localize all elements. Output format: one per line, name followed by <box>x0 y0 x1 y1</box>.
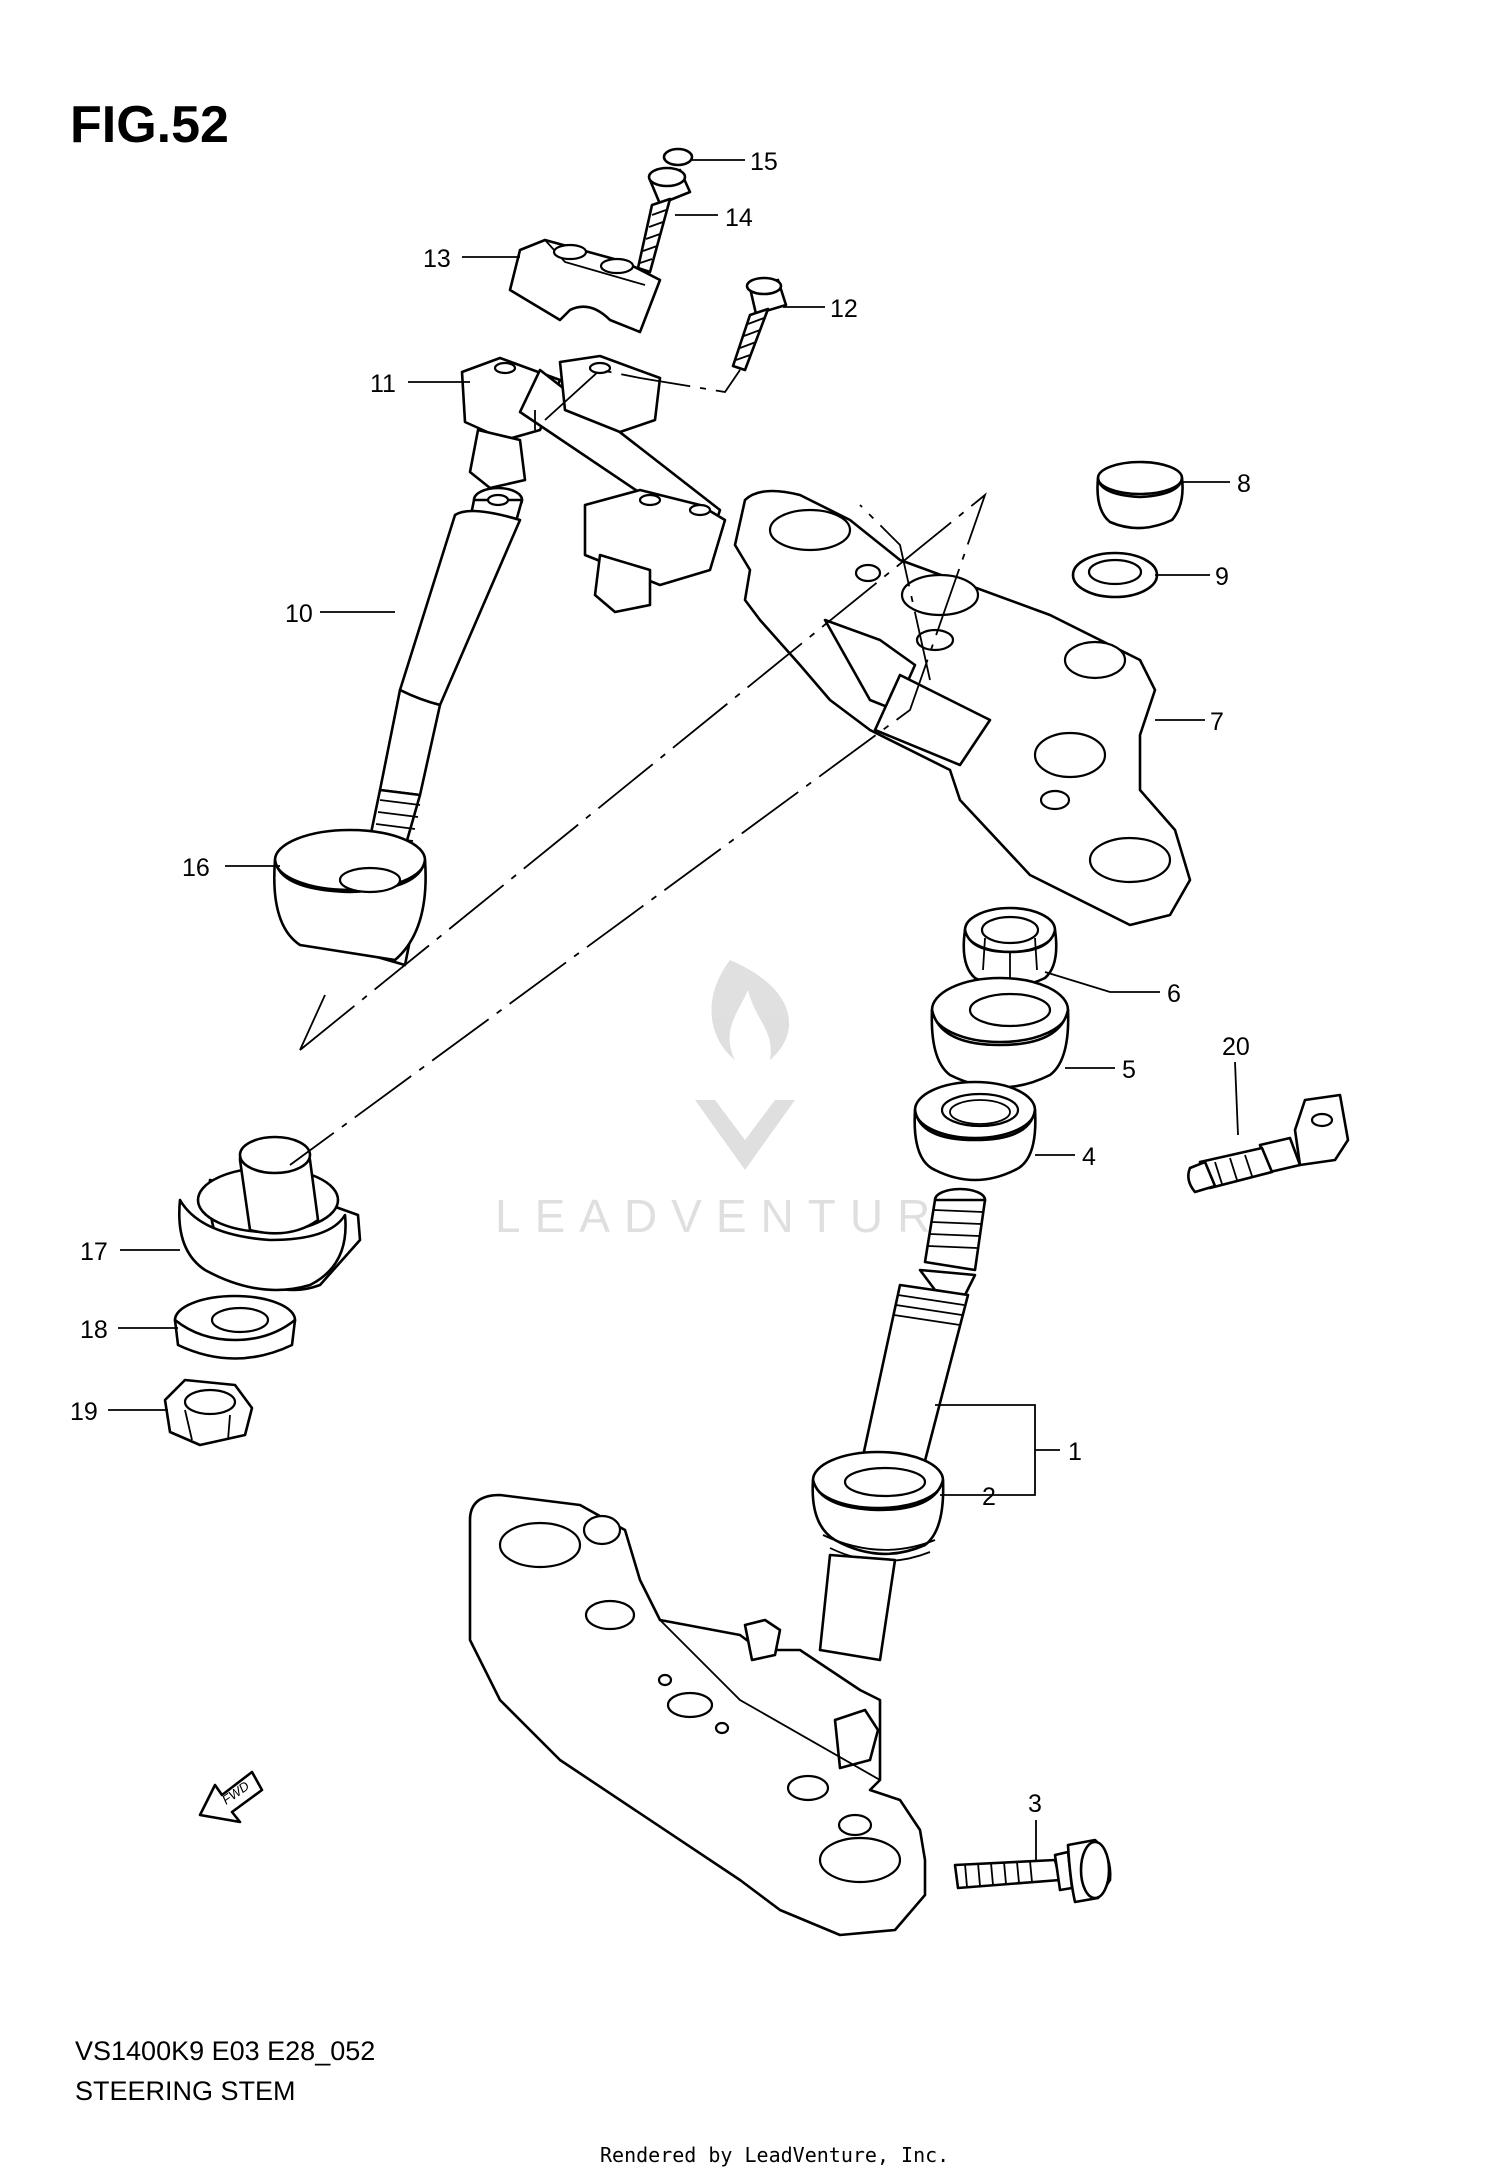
callout-15: 15 <box>750 148 778 176</box>
callout-13: 13 <box>423 245 451 273</box>
part-13-holder-cap <box>508 238 662 334</box>
part-6-lock-nut <box>962 906 1058 990</box>
part-19-nut <box>163 1378 254 1447</box>
callout-8: 8 <box>1237 470 1251 498</box>
leadventure-watermark: LEADVENTURE <box>495 960 989 1242</box>
part-9-washer <box>1071 551 1159 599</box>
callout-12: 12 <box>830 295 858 323</box>
callout-10: 10 <box>285 600 313 628</box>
callout-9: 9 <box>1215 563 1229 591</box>
figure-title: FIG.52 <box>70 96 229 154</box>
callout-labels: 15 14 13 12 11 8 9 10 7 16 6 5 20 4 17 1… <box>70 148 1251 1818</box>
part-17-lower-bearing <box>178 1135 362 1292</box>
callout-17: 17 <box>80 1238 108 1266</box>
figure-caption: STEERING STEM <box>75 2076 296 2106</box>
callout-4: 4 <box>1082 1143 1096 1171</box>
callout-3: 3 <box>1028 1790 1042 1818</box>
part-10-fork-pipe <box>363 486 524 867</box>
watermark-text: LEADVENTURE <box>495 1190 989 1242</box>
part-14-bolt <box>636 166 692 274</box>
part-8-cap <box>1096 460 1184 530</box>
callout-5: 5 <box>1122 1056 1136 1084</box>
model-code: VS1400K9 E03 E28_052 <box>75 2036 375 2066</box>
callout-7: 7 <box>1210 708 1224 736</box>
part-7-upper-bracket <box>733 489 1192 927</box>
callout-16: 16 <box>182 854 210 882</box>
part-18-washer <box>173 1294 297 1360</box>
part-3-bolt <box>953 1838 1112 1904</box>
render-credit: Rendered by LeadVenture, Inc. <box>600 2143 949 2167</box>
callout-11: 11 <box>370 370 396 398</box>
callout-18: 18 <box>80 1316 108 1344</box>
fwd-arrow-icon: FWD <box>198 1770 264 1824</box>
assembly-guide-lines <box>289 369 987 1166</box>
callout-14: 14 <box>725 204 753 232</box>
part-12-bolt <box>731 276 788 372</box>
part-11-holder-base <box>460 354 727 614</box>
callout-2: 2 <box>982 1483 996 1511</box>
part-4-bearing <box>913 1080 1037 1182</box>
callout-20: 20 <box>1222 1033 1250 1061</box>
part-16-spacer <box>273 828 427 967</box>
leader-lines <box>108 159 1239 1860</box>
callout-6: 6 <box>1167 980 1181 1008</box>
callout-19: 19 <box>70 1398 98 1426</box>
part-5-dust-seal <box>930 976 1070 1089</box>
part-20-pin <box>1187 1093 1350 1194</box>
callout-1: 1 <box>1068 1438 1082 1466</box>
part-15-cap <box>662 147 694 167</box>
part-1-steering-stem <box>468 1187 987 1937</box>
